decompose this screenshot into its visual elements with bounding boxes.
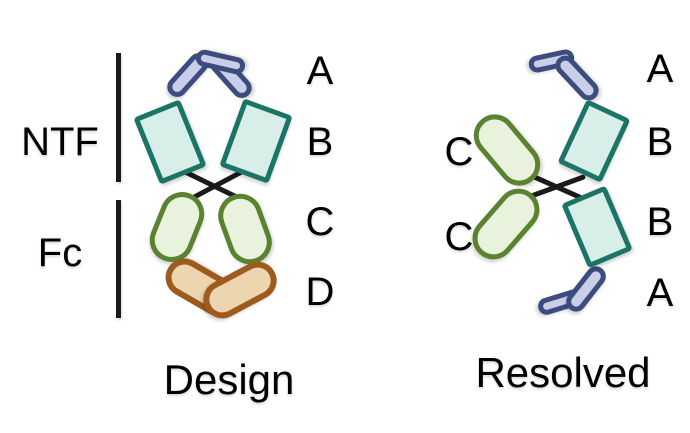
resolved-chain-label-a-bottom: A [646,271,674,315]
design-chain-label-d: D [305,270,335,314]
resolved-chain-a-top-pill-main [551,51,603,105]
design-chain-label-c: C [305,200,335,244]
design-chain-c-pill-right [212,187,278,271]
design-chain-b-rect-left [133,99,207,185]
resolved-chain-label-c-bottom: C [444,215,474,259]
resolved-chain-b-rect-bottom [561,185,633,269]
ntf-bracket-label: NTF [21,120,99,164]
resolved-chain-label-b-bottom: B [646,200,674,244]
resolved-chain-label-c-top: C [444,130,474,174]
fc-bracket-line [116,200,121,318]
resolved-chain-a-bottom-pill-main [562,262,610,316]
resolved-caption: Resolved [475,349,651,396]
design-chain-label-a: A [306,49,334,93]
resolved-chain-b-rect-top [557,99,631,183]
resolved-chain-label-b-top: B [646,120,674,164]
design-chain-c-pill-left [143,185,211,269]
ntf-bracket-line [116,53,121,182]
design-caption: Design [163,356,295,403]
resolved-chain-label-a-top: A [646,47,674,91]
design-chain-label-b: B [306,120,334,164]
design-chain-d-pill-right [196,254,284,326]
fc-bracket-label: Fc [37,231,83,275]
design-chain-b-rect-right [219,98,293,184]
